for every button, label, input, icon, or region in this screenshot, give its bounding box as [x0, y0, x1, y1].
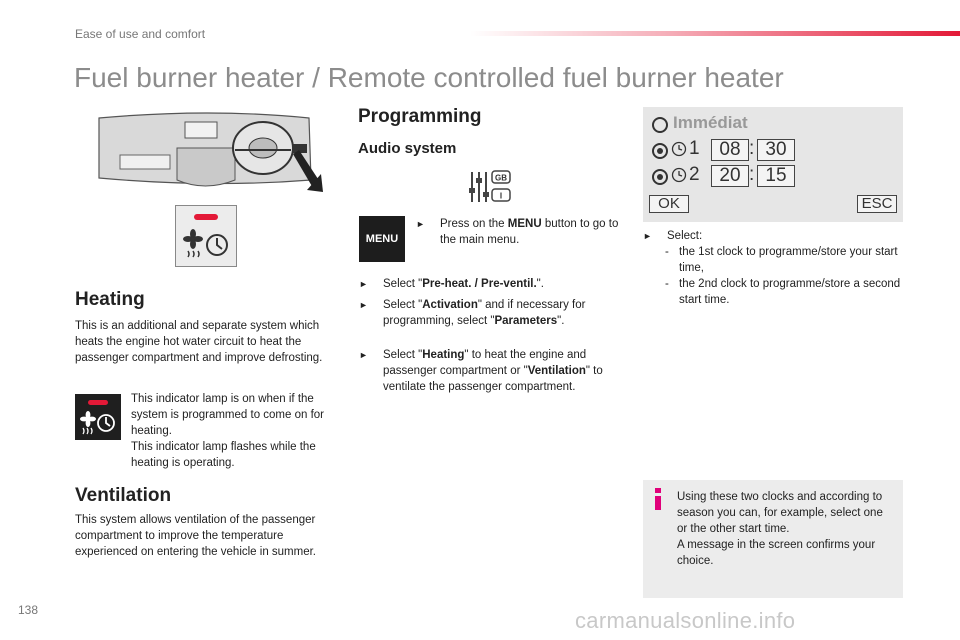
- step4-mid: " to heat the engine and passenger compa…: [383, 349, 587, 377]
- step4-post: " to ventilate the passenger compartment…: [383, 365, 603, 393]
- info-icon: [655, 488, 661, 510]
- step3-mid: " and if necessary for programming, sele…: [383, 299, 586, 327]
- step2-key: Pre-heat. / Pre-ventil.: [422, 278, 537, 290]
- step3-key2: Parameters: [494, 315, 558, 327]
- select-label: Select:: [667, 230, 703, 242]
- step3-post: ".: [557, 315, 565, 327]
- clock1-hour-field: 08: [711, 139, 749, 161]
- programming-heading: Programming: [358, 106, 482, 127]
- select-item-1-text: the 1st clock to programme/store your st…: [679, 246, 898, 274]
- clock2-hour-field: 20: [711, 165, 749, 187]
- step-select-preheat: ► Select "Pre-heat. / Pre-ventil.".: [359, 276, 619, 292]
- audio-icon-label-gb: GB: [495, 174, 507, 183]
- ventilation-description: This system allows ventilation of the pa…: [75, 514, 317, 558]
- select-item-2-text: the 2nd clock to programme/store a secon…: [679, 278, 901, 306]
- clock1-minute-field: 30: [757, 139, 795, 161]
- radio-selected-icon: [652, 169, 668, 185]
- bullet-arrow-icon: ►: [359, 279, 368, 289]
- audio-system-heading: Audio system: [358, 140, 457, 157]
- clock1-colon: :: [749, 138, 755, 159]
- info-text-2: A message in the screen confirms your ch…: [677, 539, 876, 567]
- page-number: 138: [18, 603, 39, 617]
- step3-key: Activation: [422, 299, 478, 311]
- heating-description: This is an additional and separate syste…: [75, 320, 323, 364]
- step-press-menu: ► Press on the MENU button to go to the …: [416, 216, 621, 250]
- select-item-1: -the 1st clock to programme/store your s…: [665, 246, 898, 274]
- step4-pre: Select ": [383, 349, 423, 361]
- bullet-arrow-icon: ►: [359, 300, 368, 310]
- select-clocks-instructions: ► Select: -the 1st clock to programme/st…: [643, 228, 903, 308]
- info-text: Using these two clocks and according to …: [677, 489, 895, 569]
- heating-heading: Heating: [75, 289, 145, 310]
- header-accent-bar: [470, 31, 960, 36]
- watermark: carmanualsonline.info: [575, 608, 796, 633]
- bullet-arrow-icon: ►: [416, 219, 425, 229]
- clock2-number: 2: [689, 164, 700, 185]
- page-title: Fuel burner heater / Remote controlled f…: [74, 62, 784, 93]
- select-item-2: -the 2nd clock to programme/store a seco…: [665, 278, 901, 306]
- section-label: Ease of use and comfort: [75, 27, 206, 41]
- clock-icon: [671, 167, 687, 183]
- step-select-activation: ► Select "Activation" and if necessary f…: [359, 297, 619, 331]
- radio-selected-icon: [652, 143, 668, 159]
- step-select-heating: ► Select "Heating" to heat the engine an…: [359, 347, 619, 397]
- clock1-number: 1: [689, 138, 700, 159]
- step4-key2: Ventilation: [527, 365, 586, 377]
- step2-pre: Select ": [383, 278, 423, 290]
- fan-clock-icon: [175, 205, 237, 267]
- bullet-arrow-icon: ►: [643, 231, 652, 241]
- radio-unselected-icon: [652, 117, 668, 133]
- info-text-1: Using these two clocks and according to …: [677, 491, 883, 535]
- bullet-arrow-icon: ►: [359, 350, 368, 360]
- audio-settings-icon: GB I: [469, 170, 511, 202]
- indicator-lamp-text-on: This indicator lamp is on when if the sy…: [131, 393, 325, 437]
- indicator-lamp-text-flash: This indicator lamp flashes while the he…: [131, 441, 316, 469]
- clock2-colon: :: [749, 164, 755, 185]
- step-menu-key: MENU: [507, 218, 542, 230]
- clock2-minute-field: 15: [757, 165, 795, 187]
- immediate-option: Immédiat: [673, 113, 748, 132]
- step2-post: ".: [536, 278, 544, 290]
- esc-button: ESC: [857, 195, 897, 213]
- audio-screen: Immédiat 1 08 : 30 2 20 : 15 OK ESC: [643, 107, 903, 222]
- step-menu-pre: Press on the: [440, 218, 508, 230]
- info-box: Using these two clocks and according to …: [643, 480, 903, 598]
- dashboard-illustration: [98, 112, 323, 192]
- step4-key: Heating: [422, 349, 465, 361]
- ventilation-heading: Ventilation: [75, 485, 172, 506]
- clock-icon: [671, 141, 687, 157]
- step-menu-post: button to go to the main menu.: [440, 218, 619, 246]
- step3-pre: Select ": [383, 299, 423, 311]
- audio-icon-label-i: I: [500, 192, 502, 201]
- menu-button: MENU: [359, 216, 405, 262]
- heater-indicator-lamp-icon: [75, 394, 121, 440]
- ok-button: OK: [649, 195, 689, 213]
- indicator-lamp-text: This indicator lamp is on when if the sy…: [131, 391, 341, 471]
